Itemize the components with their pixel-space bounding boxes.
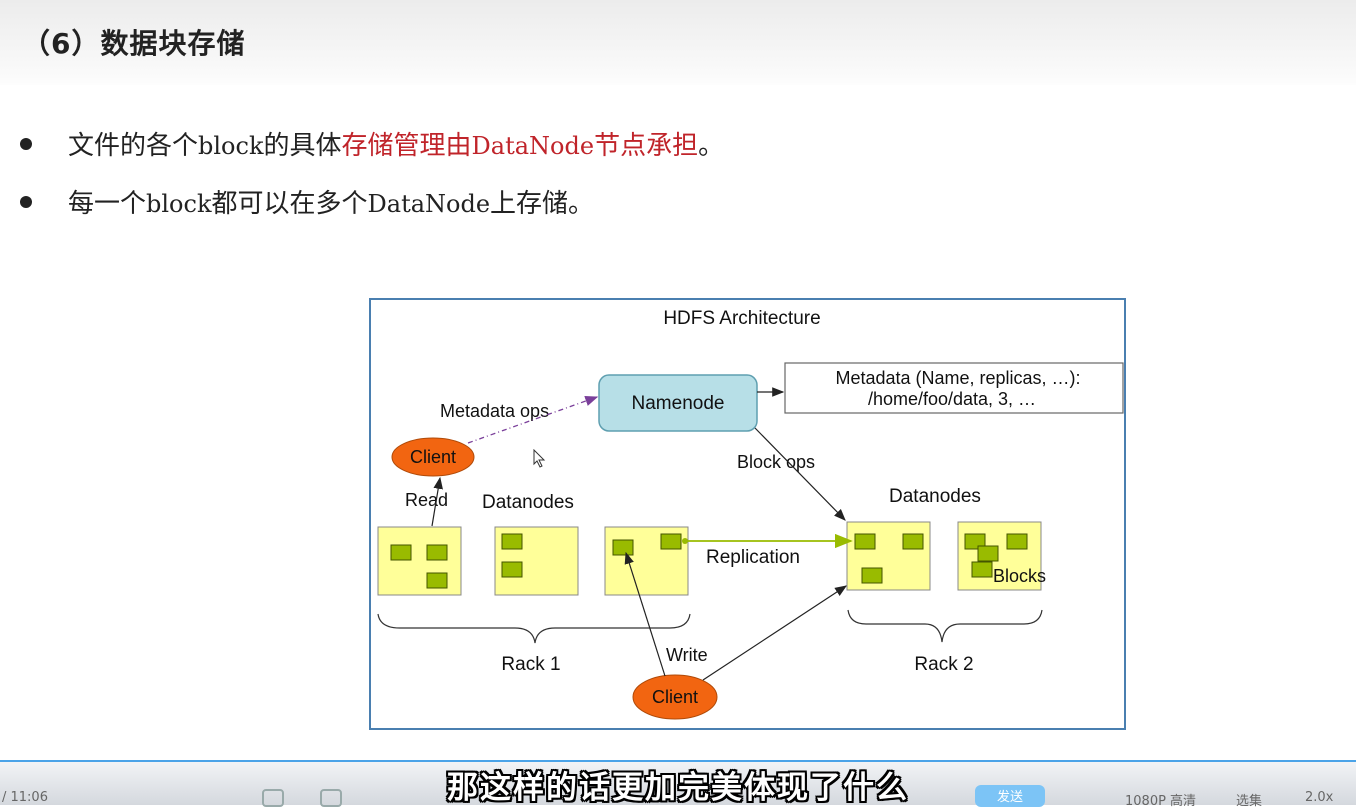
block-ops-arrow [754,427,846,521]
rack1-label: Rack 1 [501,654,560,675]
bullet-text-segment: 存储管理由 [341,131,472,161]
namenode-label: Namenode [632,393,725,414]
bullet-text-segment: 。 [698,131,725,161]
write-arrow-rack2 [702,585,848,681]
block-icon [1006,533,1028,550]
read-label: Read [405,490,448,510]
namenode-box [598,374,758,432]
video-subtitle: 那这样的话更加完美体现了什么 [447,770,909,806]
replication-label: Replication [706,547,800,568]
block-icon [861,567,883,584]
write-arrow-rack1 [624,551,666,677]
client-top-ellipse [391,437,475,477]
bullet-text-segment: DataNode [367,190,491,218]
video-player-bar [0,760,1356,805]
block-icon [902,533,924,550]
metadata-ops-label: Metadata ops [440,401,549,421]
slide-title: （6）数据块存储 [22,27,246,60]
progress-line[interactable] [0,760,1356,762]
rack1-brace [377,613,691,644]
client-bottom-label: Client [652,687,698,707]
datanode-rack1-1 [377,526,462,596]
bullet-text-segment: 都可以在多个 [211,189,368,219]
rack2-label: Rack 2 [914,654,973,675]
block-ops-label: Block ops [737,452,815,472]
metadata-line-2: /home/foo/data, 3, … [868,389,1036,409]
write-label: Write [666,645,708,665]
block-icon [501,533,523,550]
datanode-rack2-1 [846,521,931,591]
block-icon [390,544,412,561]
bullet-text-segment: 文件的各个 [68,131,199,161]
block-icon [501,561,523,578]
datanode-rack2-2 [957,521,1042,591]
playback-time: / 11:06 [2,790,48,805]
bullet-text-segment: 的具体 [263,131,342,161]
bullet-item-2: 每一个block都可以在多个DataNode上存储。 [20,183,1220,220]
rack2-brace [847,609,1043,643]
block-icon [964,533,986,550]
bullet-text-segment: 节点承担 [594,131,699,161]
block-icon [971,561,993,578]
block-icon [854,533,876,550]
bullet-text-segment: 上存储。 [490,189,595,219]
block-icon [612,539,634,556]
bullet-text-segment: DataNode [471,132,595,160]
mouse-cursor-icon [533,449,546,468]
bullet-text-segment: block [198,132,264,160]
datanodes-left-label: Datanodes [482,492,574,513]
bullet-text-segment: block [146,190,212,218]
metadata-box [784,362,1124,414]
client-top-label: Client [410,447,456,467]
bullet-item-1: 文件的各个block的具体存储管理由DataNode节点承担。 [20,125,1220,162]
slide-header-band [0,0,1356,85]
speed-selector[interactable]: 2.0x [1305,790,1334,805]
block-icon [426,572,448,589]
send-danmaku-button[interactable]: 发送 [975,785,1045,807]
datanodes-right-label: Datanodes [889,486,981,507]
blocks-label: Blocks [993,566,1046,586]
block-icon [977,545,999,562]
bullet-dot-icon [20,137,32,150]
metadata-line-1: Metadata (Name, replicas, …): [835,368,1080,388]
read-arrow [431,476,443,527]
bullet-dot-icon [20,195,32,208]
client-bottom-ellipse [632,674,718,720]
bullet-text-segment: 每一个 [68,189,147,219]
diagram-title: HDFS Architecture [663,308,820,329]
replication-arrow-start [682,538,688,544]
block-icon [426,544,448,561]
metadata-ops-arrow [467,396,599,444]
block-icon [660,533,682,550]
